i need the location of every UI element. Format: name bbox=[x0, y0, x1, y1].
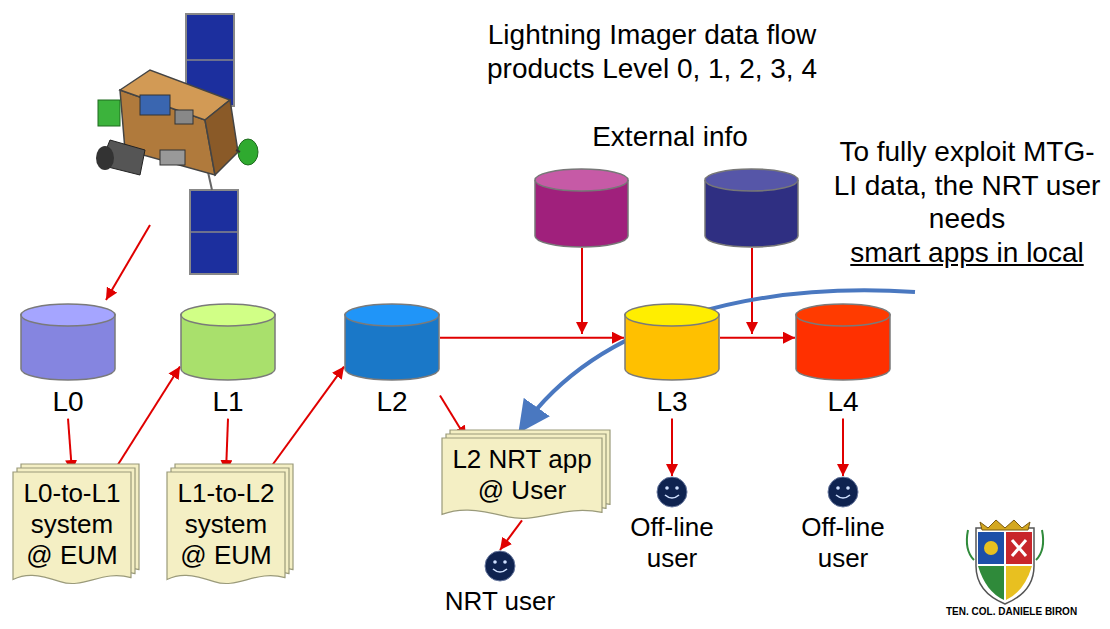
external-database bbox=[535, 169, 628, 334]
database-cylinder: L3 bbox=[624, 303, 720, 419]
flow-arrow bbox=[842, 419, 844, 476]
user-icon: Off-line user bbox=[630, 476, 714, 574]
process-label: L0-to-L1 system @ EUM bbox=[23, 478, 121, 572]
user-label: Off-line user bbox=[630, 512, 714, 574]
user-label: NRT user bbox=[444, 586, 556, 617]
process-label: L1-to-L2 system @ EUM bbox=[177, 478, 275, 572]
callout-text: To fully exploit MTG-LI data, the NRT us… bbox=[832, 135, 1102, 236]
flow-arrow bbox=[500, 520, 522, 550]
level-label: L0 bbox=[20, 385, 116, 419]
smiley-icon bbox=[484, 550, 516, 582]
level-label: L3 bbox=[624, 385, 720, 419]
level-label: L1 bbox=[180, 385, 276, 419]
process-documents: L2 NRT app @ User bbox=[442, 438, 602, 520]
cylinder-shape bbox=[624, 303, 720, 381]
section-label: External info bbox=[560, 120, 780, 154]
flow-arrow bbox=[440, 337, 624, 339]
database-cylinder: L4 bbox=[795, 303, 891, 419]
smiley-icon bbox=[827, 476, 859, 508]
diagram-title: Lightning Imager data flow products Leve… bbox=[462, 18, 842, 85]
cylinder-shape bbox=[20, 303, 116, 381]
cylinder-shape bbox=[795, 303, 891, 381]
process-documents: L1-to-L2 system @ EUM bbox=[167, 472, 285, 586]
process-documents: L0-to-L1 system @ EUM bbox=[13, 472, 131, 586]
cylinder-shape bbox=[180, 303, 276, 381]
logo-shield bbox=[967, 520, 1043, 604]
smiley-icon bbox=[656, 476, 688, 508]
callout-text: smart apps in local bbox=[832, 236, 1102, 270]
user-icon: NRT user bbox=[444, 550, 556, 617]
cylinder-shape bbox=[344, 303, 440, 381]
satellite bbox=[96, 14, 258, 300]
level-label: L2 bbox=[344, 385, 440, 419]
flow-arrow bbox=[267, 367, 344, 472]
level-label: L4 bbox=[795, 385, 891, 419]
author-credit: TEN. COL. DANIELE BIRON bbox=[946, 606, 1058, 618]
flow-arrow bbox=[113, 367, 180, 472]
external-database bbox=[705, 169, 798, 334]
user-icon: Off-line user bbox=[801, 476, 885, 574]
database-cylinder: L2 bbox=[344, 303, 440, 419]
database-cylinder: L0 bbox=[20, 303, 116, 419]
process-label: L2 NRT app @ User bbox=[452, 444, 592, 506]
flow-arrow bbox=[720, 337, 795, 339]
callout-arrow bbox=[522, 290, 915, 428]
database-cylinder: L1 bbox=[180, 303, 276, 419]
flow-arrow bbox=[671, 419, 673, 476]
user-label: Off-line user bbox=[801, 512, 885, 574]
